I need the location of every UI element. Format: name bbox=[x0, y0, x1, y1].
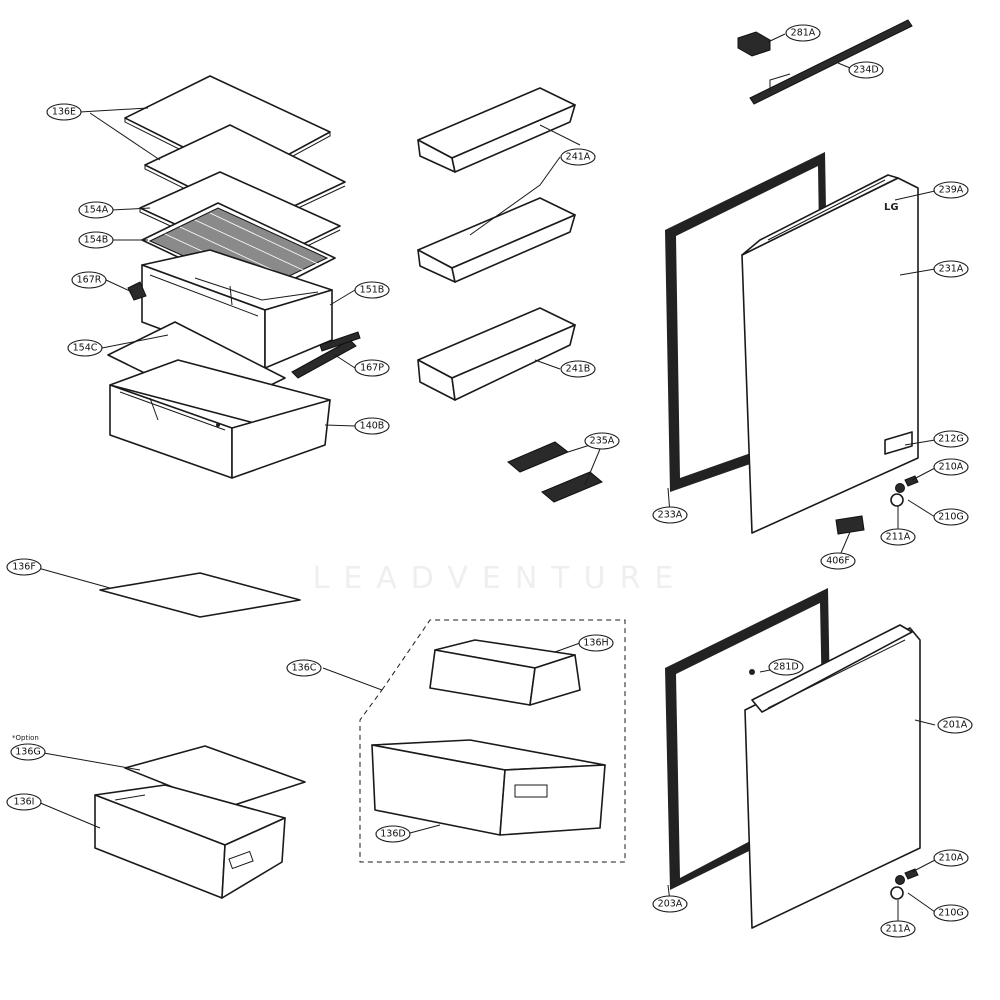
svg-text:136D: 136D bbox=[380, 829, 405, 840]
label-210A-bottom: 210A bbox=[933, 849, 969, 867]
label-136F: 136F bbox=[6, 558, 42, 576]
label-136C: 136C bbox=[286, 659, 322, 677]
label-140B: 140B bbox=[354, 417, 390, 435]
screw-281D bbox=[749, 669, 755, 675]
option-note: *Option bbox=[12, 734, 39, 742]
svg-text:241B: 241B bbox=[566, 364, 591, 375]
svg-text:406F: 406F bbox=[826, 556, 850, 567]
svg-text:241A: 241A bbox=[566, 152, 591, 163]
freezer-door-231A: LG bbox=[741, 174, 919, 534]
svg-text:136F: 136F bbox=[12, 562, 36, 573]
watermark-text: LEADVENTURE bbox=[313, 561, 688, 596]
hinge-small-parts-top bbox=[890, 475, 919, 507]
label-231A: 231A bbox=[933, 260, 969, 278]
label-136E: 136E bbox=[46, 103, 82, 121]
label-241B: 241B bbox=[560, 360, 596, 378]
label-233A: 233A bbox=[652, 506, 688, 524]
drawer-136D bbox=[371, 739, 606, 836]
label-136H: 136H bbox=[578, 634, 614, 652]
label-212G: 212G bbox=[933, 430, 969, 448]
egg-tray-lower bbox=[541, 471, 603, 503]
door-basket-bottom bbox=[417, 307, 576, 401]
label-210G-bottom: 210G bbox=[933, 904, 969, 922]
door-logo: LG bbox=[884, 202, 899, 213]
label-281D: 281D bbox=[768, 658, 804, 676]
label-151B: 151B bbox=[354, 281, 390, 299]
vegetable-crisper-upper bbox=[141, 249, 333, 369]
label-211A-top: 211A bbox=[880, 528, 916, 546]
label-136G: 136G bbox=[10, 743, 46, 761]
label-167R: 167R bbox=[71, 271, 107, 289]
svg-text:154A: 154A bbox=[84, 205, 109, 216]
svg-text:140B: 140B bbox=[360, 421, 385, 432]
svg-text:239A: 239A bbox=[939, 185, 964, 196]
hinge-small-parts-bottom bbox=[890, 868, 919, 900]
drawer-136I bbox=[94, 784, 286, 899]
label-154C: 154C bbox=[67, 339, 103, 357]
label-406F: 406F bbox=[820, 552, 856, 570]
hinge-cap-281A bbox=[737, 31, 771, 57]
label-201A: 201A bbox=[937, 716, 973, 734]
svg-text:136E: 136E bbox=[52, 107, 76, 118]
door-basket-middle bbox=[417, 197, 576, 283]
door-basket-top bbox=[417, 87, 576, 173]
svg-text:154B: 154B bbox=[84, 235, 109, 246]
label-167P: 167P bbox=[354, 359, 390, 377]
label-203A: 203A bbox=[652, 895, 688, 913]
label-239A: 239A bbox=[933, 181, 969, 199]
refrigerator-door-201A bbox=[744, 624, 921, 929]
egg-tray-upper bbox=[507, 441, 569, 473]
svg-text:210G: 210G bbox=[938, 908, 964, 919]
svg-text:136G: 136G bbox=[15, 747, 41, 758]
svg-text:231A: 231A bbox=[939, 264, 964, 275]
dashed-group-136C bbox=[359, 619, 626, 863]
label-154A: 154A bbox=[78, 201, 114, 219]
label-210A-top: 210A bbox=[933, 458, 969, 476]
part-labels: 136E 154A 154B 167R 151B 154C 167P 140B … bbox=[6, 24, 973, 938]
svg-text:201A: 201A bbox=[943, 720, 968, 731]
svg-text:167P: 167P bbox=[360, 363, 384, 374]
label-154B: 154B bbox=[78, 231, 114, 249]
svg-text:281A: 281A bbox=[791, 28, 816, 39]
svg-text:212G: 212G bbox=[938, 434, 964, 445]
svg-text:203A: 203A bbox=[658, 899, 683, 910]
svg-text:151B: 151B bbox=[360, 285, 385, 296]
svg-text:136C: 136C bbox=[292, 663, 317, 674]
svg-text:167R: 167R bbox=[77, 275, 102, 286]
svg-text:281D: 281D bbox=[773, 662, 798, 673]
hinge-406F bbox=[835, 515, 865, 535]
svg-text:233A: 233A bbox=[658, 510, 683, 521]
label-210G-top: 210G bbox=[933, 508, 969, 526]
rail-167R bbox=[127, 281, 147, 301]
svg-text:234D: 234D bbox=[853, 65, 878, 76]
hinge-bar-234D bbox=[749, 19, 913, 105]
svg-text:210A: 210A bbox=[939, 462, 964, 473]
rail-167P bbox=[291, 331, 361, 379]
svg-text:211A: 211A bbox=[886, 532, 911, 543]
label-234D: 234D bbox=[848, 61, 884, 79]
svg-text:211A: 211A bbox=[886, 924, 911, 935]
label-281A: 281A bbox=[785, 24, 821, 42]
svg-text:210A: 210A bbox=[939, 853, 964, 864]
svg-text:136I: 136I bbox=[14, 797, 35, 808]
svg-text:136H: 136H bbox=[583, 638, 608, 649]
label-211A-bottom: 211A bbox=[880, 920, 916, 938]
crisper-drawer-140B bbox=[109, 359, 331, 479]
label-136I: 136I bbox=[6, 793, 42, 811]
tray-136H bbox=[429, 639, 581, 706]
svg-text:235A: 235A bbox=[590, 436, 615, 447]
label-241A: 241A bbox=[560, 148, 596, 166]
svg-text:210G: 210G bbox=[938, 512, 964, 523]
label-235A: 235A bbox=[584, 432, 620, 450]
svg-text:154C: 154C bbox=[73, 343, 98, 354]
glass-shelf-136F bbox=[99, 572, 301, 618]
label-136D: 136D bbox=[375, 825, 411, 843]
